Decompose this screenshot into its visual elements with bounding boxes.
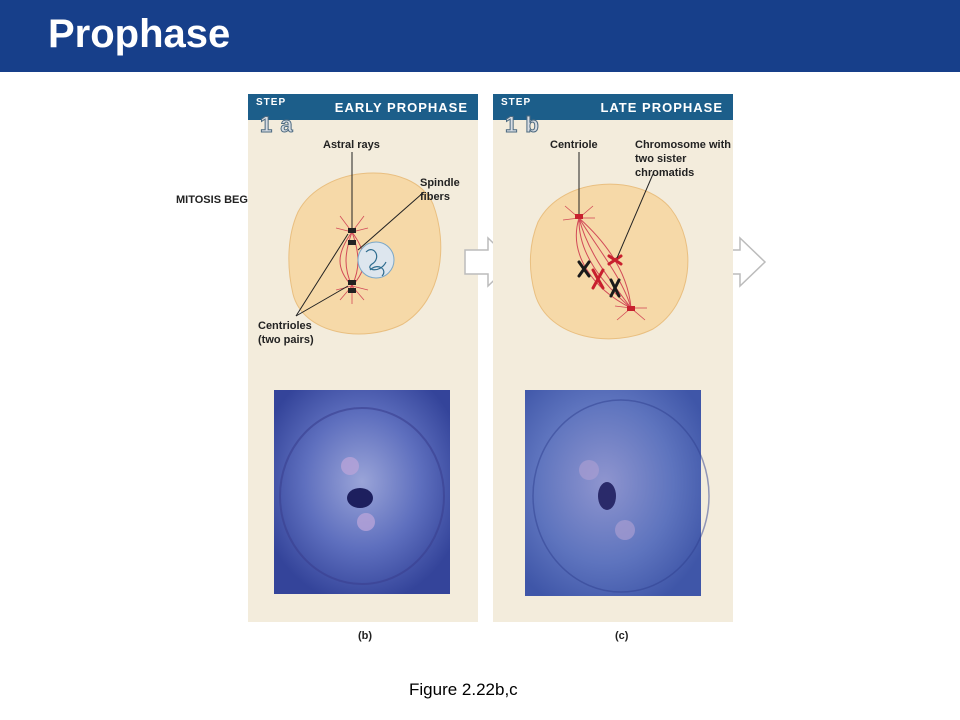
chromosome-mass: [598, 482, 616, 510]
spindle-pole: [357, 513, 375, 531]
chromosome-label: Chromosome with two sister chromatids: [635, 139, 731, 179]
figure-reference: Figure 2.22b,c: [409, 680, 518, 699]
step-number: 1 a: [260, 112, 294, 138]
leader-centrioles: [295, 285, 349, 317]
spindle-fibers-label: Spindle fibers: [420, 177, 460, 203]
chromosome-mass: [347, 488, 373, 508]
stage-name: LATE PROPHASE: [600, 100, 723, 115]
spindle-pole: [579, 460, 599, 480]
centriole: [348, 228, 356, 233]
centriole: [348, 280, 356, 285]
chromosomes: [577, 254, 623, 298]
centriole: [627, 306, 635, 311]
centriole: [348, 288, 356, 293]
leader-centrioles: [295, 233, 349, 317]
leader-chromosome: [616, 173, 654, 259]
centriole: [348, 240, 356, 245]
panel-early-prophase: STEP EARLY PROPHASE 1 a: [248, 94, 478, 642]
leader-spindle-fibers: [357, 191, 425, 251]
mitosis-begins-label: MITOSIS BEGINS: [176, 194, 267, 206]
chromatin: [365, 249, 387, 277]
panel-header: STEP LATE PROPHASE: [493, 94, 733, 120]
caption-c: (c): [615, 630, 629, 642]
astral-rays-label: Astral rays: [323, 139, 380, 151]
spindle-pole: [341, 457, 359, 475]
cell-body: [529, 183, 689, 340]
caption-b: (b): [358, 630, 373, 642]
centrioles-label: Centrioles (two pairs): [258, 320, 314, 346]
step-label: STEP: [501, 97, 532, 108]
step-number: 1 b: [505, 112, 540, 138]
cell-outline: [532, 399, 710, 593]
step-label: STEP: [256, 97, 287, 108]
stage-name: EARLY PROPHASE: [334, 100, 468, 115]
slide-title: Prophase: [48, 12, 231, 56]
panel-late-prophase: STEP LATE PROPHASE 1 b: [493, 94, 733, 642]
late-prophase-diagram: [525, 152, 710, 596]
cell-outline: [279, 407, 445, 585]
spindle-pole: [615, 520, 635, 540]
title-bar: Prophase: [0, 0, 960, 72]
panel-header: STEP EARLY PROPHASE: [248, 94, 478, 120]
early-prophase-diagram: [274, 152, 450, 594]
centriole-label: Centriole: [550, 139, 598, 151]
centriole: [575, 214, 583, 219]
